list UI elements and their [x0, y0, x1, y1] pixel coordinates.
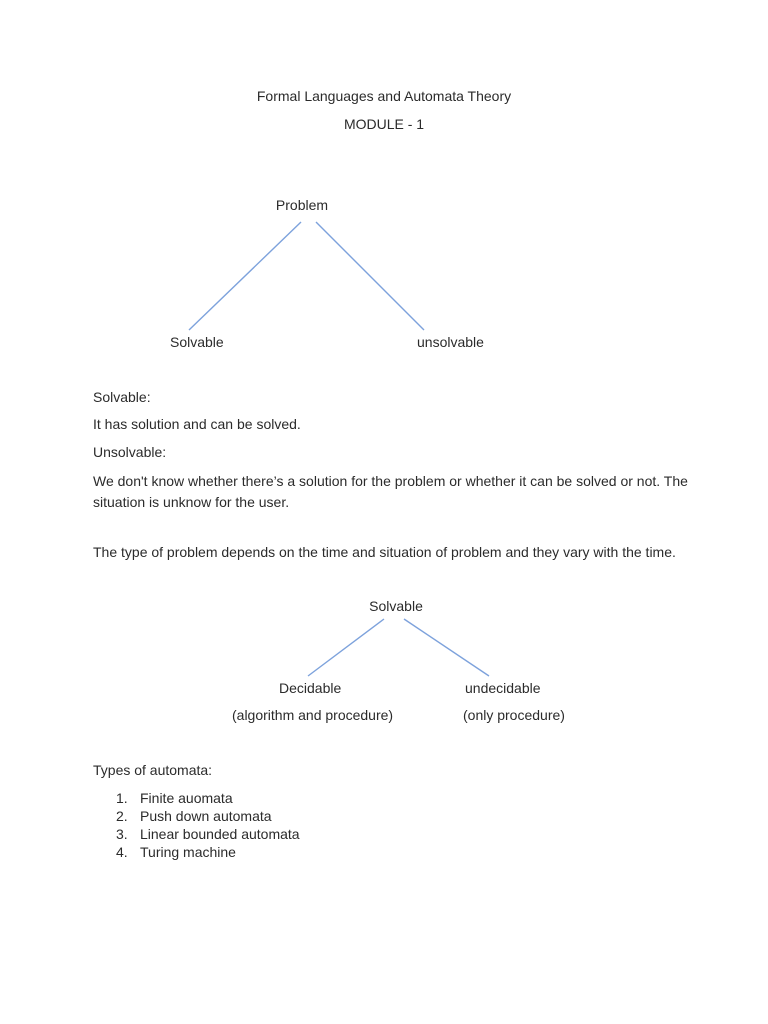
- tree1-root-label: Problem: [275, 197, 329, 213]
- list-item-label: Finite auomata: [140, 790, 233, 806]
- automata-heading: Types of automata:: [93, 762, 213, 778]
- list-item-number: 4.: [116, 844, 128, 860]
- tree2-left-edge: [307, 618, 385, 677]
- unsolvable-heading: Unsolvable:: [93, 444, 167, 460]
- list-item: 4. Turing machine: [116, 844, 236, 860]
- list-item: 1. Finite auomata: [116, 790, 233, 806]
- list-item-label: Push down automata: [140, 808, 272, 824]
- list-item-number: 1.: [116, 790, 128, 806]
- tree1-left-edge: [188, 221, 302, 331]
- document-subtitle: MODULE - 1: [343, 116, 425, 132]
- tree2-left-label: Decidable: [279, 680, 342, 696]
- tree1-right-edge: [315, 221, 425, 331]
- list-item: 2. Push down automata: [116, 808, 272, 824]
- tree1-left-label: Solvable: [170, 334, 224, 350]
- solvable-definition: It has solution and can be solved.: [93, 416, 301, 432]
- list-item-number: 2.: [116, 808, 128, 824]
- document-title: Formal Languages and Automata Theory: [256, 88, 512, 104]
- unsolvable-definition: We don't know whether there’s a solution…: [93, 473, 688, 510]
- problem-type-note: The type of problem depends on the time …: [93, 544, 676, 560]
- tree1-right-label: unsolvable: [417, 334, 484, 350]
- list-item-label: Turing machine: [140, 844, 236, 860]
- tree2-root-label: Solvable: [369, 598, 423, 614]
- tree2-right-label: undecidable: [465, 680, 541, 696]
- solvable-heading: Solvable:: [93, 389, 151, 405]
- tree2-right-edge: [403, 618, 490, 677]
- list-item-number: 3.: [116, 826, 128, 842]
- tree2-right-sublabel: (only procedure): [463, 707, 565, 723]
- list-item-label: Linear bounded automata: [140, 826, 300, 842]
- tree2-left-sublabel: (algorithm and procedure): [232, 707, 394, 723]
- list-item: 3. Linear bounded automata: [116, 826, 300, 842]
